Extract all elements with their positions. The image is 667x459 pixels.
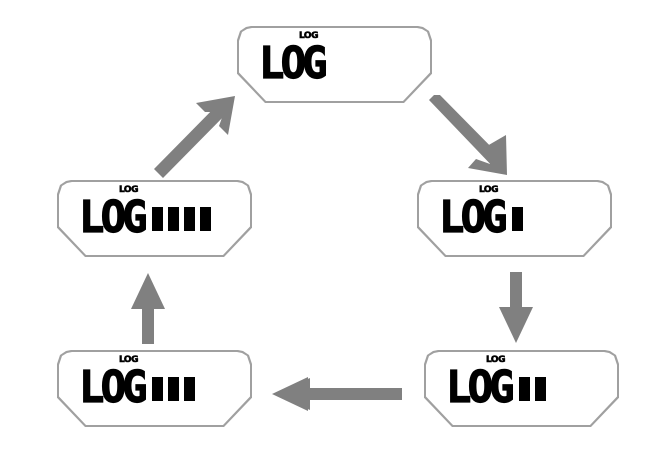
- node-main-row: LOG: [78, 362, 196, 413]
- node-block-indicators: [152, 377, 196, 401]
- node-main-row: LOG: [258, 38, 332, 89]
- block-indicator: [168, 377, 180, 401]
- arrow-up-icon: [129, 272, 167, 344]
- block-indicator: [152, 377, 164, 401]
- block-indicator: [200, 207, 212, 231]
- node-main-row: LOG: [438, 192, 524, 243]
- node-micro-label: LOG: [119, 355, 139, 365]
- node-content: LOG LOG: [424, 350, 619, 427]
- node-block-indicators: [519, 377, 547, 401]
- node-log-3[interactable]: LOG LOG: [57, 350, 252, 427]
- node-content: LOG LOG: [417, 180, 612, 257]
- block-indicator: [152, 207, 164, 231]
- node-micro-label: LOG: [119, 185, 139, 195]
- arrow-down-icon: [497, 272, 535, 344]
- node-content: LOG LOG: [237, 26, 432, 103]
- block-indicator: [184, 377, 196, 401]
- node-log-0[interactable]: LOG LOG: [237, 26, 432, 103]
- block-indicator: [168, 207, 180, 231]
- node-big-label: LOG: [78, 362, 148, 413]
- node-micro-label: LOG: [479, 185, 499, 195]
- block-indicator: [519, 377, 531, 401]
- node-log-1[interactable]: LOG LOG: [417, 180, 612, 257]
- node-main-row: LOG: [445, 362, 547, 413]
- node-big-label: LOG: [258, 38, 328, 89]
- arrow-up-right-icon: [140, 92, 255, 182]
- node-micro-label: LOG: [299, 31, 319, 41]
- node-fill: [239, 28, 430, 101]
- block-indicator: [535, 377, 547, 401]
- node-big-label: LOG: [438, 192, 508, 243]
- node-big-label: LOG: [78, 192, 148, 243]
- block-indicator: [184, 207, 196, 231]
- arrow-left-icon: [272, 375, 402, 413]
- node-block-indicators: [512, 207, 524, 231]
- node-main-row: LOG: [78, 192, 212, 243]
- node-big-label: LOG: [445, 362, 515, 413]
- node-log-2[interactable]: LOG LOG: [424, 350, 619, 427]
- node-block-indicators: [152, 207, 212, 231]
- arrow-down-right-icon: [423, 95, 518, 180]
- node-content: LOG LOG: [57, 180, 252, 257]
- node-log-4[interactable]: LOG LOG: [57, 180, 252, 257]
- node-micro-label: LOG: [486, 355, 506, 365]
- node-content: LOG LOG: [57, 350, 252, 427]
- block-indicator: [512, 207, 524, 231]
